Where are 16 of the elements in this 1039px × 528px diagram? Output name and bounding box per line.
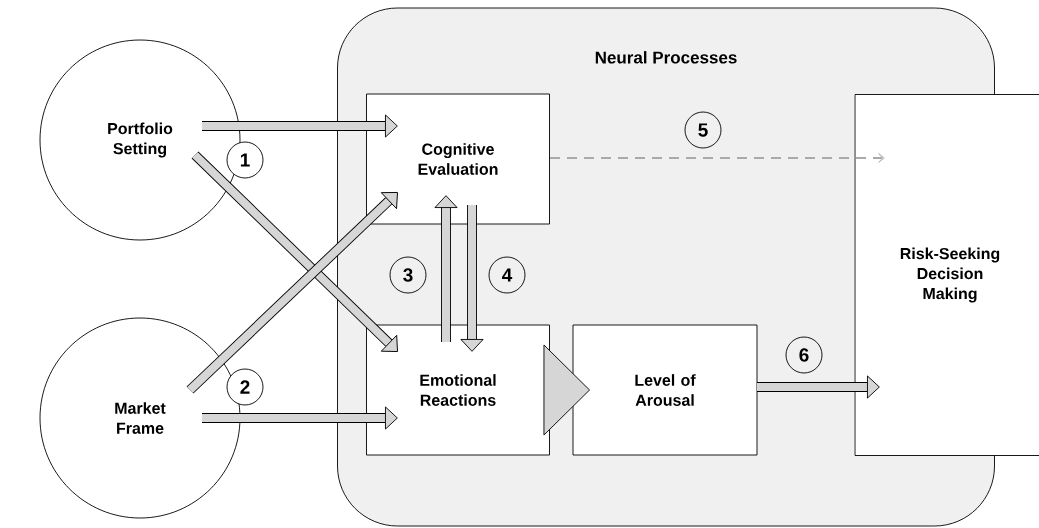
triangle-arrow bbox=[543, 344, 590, 436]
process-box: Cognitive Evaluation bbox=[366, 93, 550, 225]
block-arrow bbox=[191, 151, 398, 352]
edge-label: 6 bbox=[785, 336, 823, 374]
block-arrow bbox=[434, 195, 458, 342]
block-arrow bbox=[460, 205, 484, 352]
edge-label: 5 bbox=[684, 111, 722, 149]
process-box: Risk-Seeking Decision Making bbox=[854, 94, 1039, 456]
edge-label: 3 bbox=[389, 256, 427, 294]
process-box: Level of Arousal bbox=[572, 324, 758, 456]
block-arrow bbox=[757, 375, 880, 399]
process-box: Emotional Reactions bbox=[366, 324, 550, 456]
edge-label: 4 bbox=[488, 256, 526, 294]
callout-number: 1 bbox=[226, 141, 264, 179]
block-arrow bbox=[186, 192, 398, 394]
callout-number: 2 bbox=[226, 368, 264, 406]
